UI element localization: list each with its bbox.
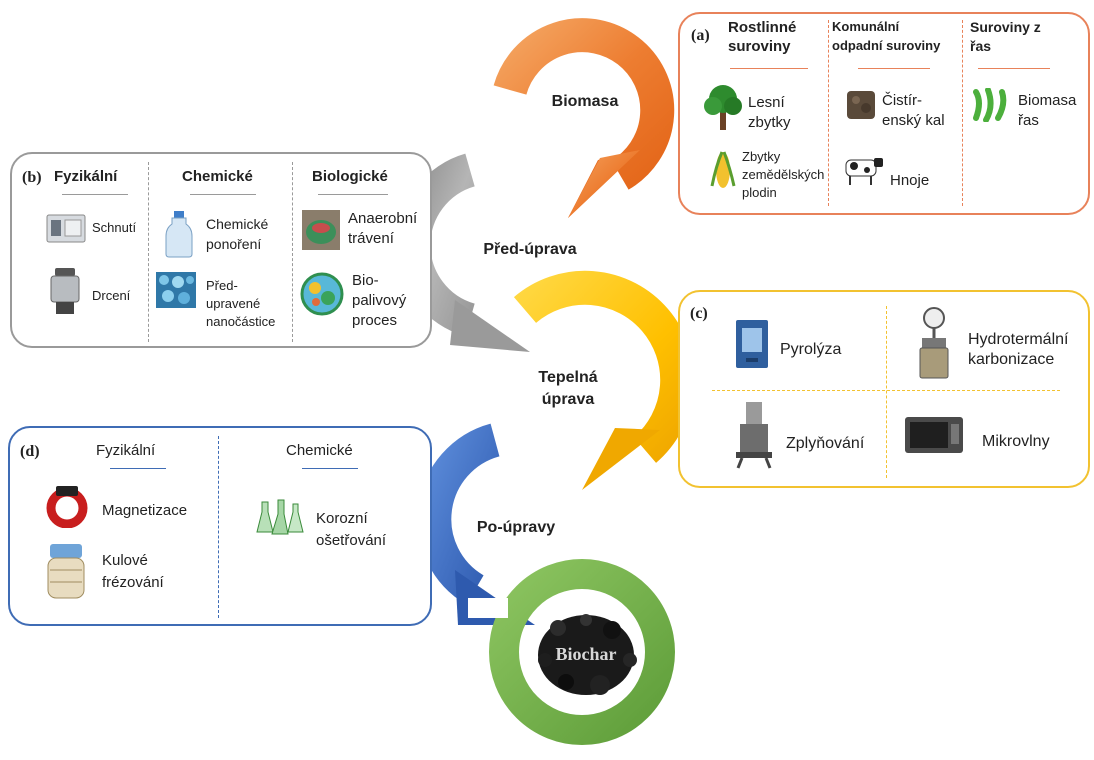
label-nano-2: upravené — [206, 296, 261, 311]
stage-label-biochar: Biochar — [555, 644, 617, 664]
stage-label-biomasa: Biomasa — [551, 93, 619, 110]
panel-letter: (d) — [20, 443, 40, 460]
label-algae-1: Biomasa — [1018, 92, 1077, 109]
biochar-icon — [538, 614, 637, 695]
label-corr-1: Korozní — [316, 510, 368, 527]
label-corn-3: plodin — [742, 185, 777, 200]
col-title-chemical: Chemické — [286, 442, 353, 459]
label-magnet: Magnetizace — [102, 502, 188, 519]
stage-label-pred-uprava: Před-úprava — [483, 241, 577, 258]
label-sludge-1: Čistír- — [882, 92, 922, 109]
divider — [886, 306, 887, 478]
label-ball-1: Kulové — [102, 552, 148, 569]
nanoparticles-icon — [156, 272, 196, 308]
label-biofuel-2: palivový — [352, 292, 407, 309]
divider — [828, 20, 829, 206]
label-cow: Hnoje — [890, 172, 930, 189]
label-tree-2: zbytky — [748, 114, 791, 131]
underline — [730, 68, 808, 69]
panel-letter: (b) — [22, 169, 42, 186]
col-title-plant: Rostlinné — [728, 19, 797, 36]
underline — [302, 468, 358, 469]
ball-mill-icon — [47, 544, 85, 599]
label-drying: Schnutí — [92, 220, 137, 235]
label-corn-2: zemědělských — [742, 167, 825, 182]
pyrolysis-reactor-icon — [736, 320, 768, 368]
label-ball-2: frézování — [102, 574, 164, 591]
gasifier-icon — [736, 402, 772, 469]
col-title-algae-2: řas — [970, 38, 992, 54]
col-title-chemical: Chemické — [182, 168, 253, 185]
feedstock-panel: (a) Rostlinné suroviny Komunální odpadní… — [678, 12, 1090, 215]
divider — [292, 162, 293, 342]
divider — [218, 436, 219, 618]
corn-icon — [710, 151, 736, 188]
label-nano-1: Před- — [206, 278, 238, 293]
pretreatment-panel: (b) Fyzikální Chemické Biologické Schnut… — [10, 152, 432, 348]
underline — [190, 194, 256, 195]
bottle-icon — [165, 211, 193, 258]
label-anaer-1: Anaerobní — [348, 210, 418, 227]
underline — [858, 68, 930, 69]
oven-icon — [46, 214, 86, 243]
label-biofuel-1: Bio- — [352, 272, 379, 289]
label-microwave: Mikrovlny — [982, 433, 1050, 450]
divider — [712, 390, 1060, 391]
underline — [62, 194, 128, 195]
col-title-plant-2: suroviny — [728, 38, 791, 55]
flasks-icon — [256, 499, 304, 535]
label-gasification: Zplyňování — [786, 435, 865, 452]
col-title-physical: Fyzikální — [96, 442, 156, 459]
magnet-icon — [46, 486, 88, 528]
label-soak-1: Chemické — [206, 216, 269, 232]
label-corn-1: Zbytky — [742, 149, 781, 164]
col-title-biological: Biologické — [312, 168, 388, 185]
underline — [978, 68, 1050, 69]
col-title-physical: Fyzikální — [54, 168, 118, 185]
mill-icon — [50, 268, 80, 314]
label-algae-2: řas — [1018, 112, 1039, 129]
tree-icon — [704, 85, 742, 130]
cow-icon — [845, 158, 883, 185]
label-sludge-2: enský kal — [882, 112, 945, 129]
label-biofuel-3: proces — [352, 312, 398, 329]
label-corr-2: ošetřování — [316, 532, 387, 549]
digester-icon — [302, 210, 340, 250]
label-tree-1: Lesní — [748, 94, 785, 111]
thermal-treatment-panel: (c) Pyrolýza Hydrotermální karbonizace Z… — [678, 290, 1090, 488]
arrow-biomasa — [493, 18, 675, 218]
arrow-tepelna-uprava — [513, 270, 695, 490]
label-crushing: Drcení — [92, 288, 131, 303]
col-title-municipal: Komunální — [832, 19, 900, 34]
biofuel-icon — [300, 272, 344, 316]
label-htc-1: Hydrotermální — [968, 331, 1069, 348]
stage-label-po-upravy: Po-úpravy — [476, 519, 556, 536]
label-nano-3: nanočástice — [206, 314, 276, 329]
microwave-icon — [905, 417, 963, 453]
label-htc-2: karbonizace — [968, 351, 1055, 368]
panel-letter: (a) — [691, 27, 710, 44]
divider — [148, 162, 149, 342]
label-pyrolysis: Pyrolýza — [780, 341, 842, 358]
underline — [318, 194, 388, 195]
biochar-ring — [468, 559, 675, 745]
algae-icon — [973, 88, 1007, 122]
stage-label-tepelna-2: úprava — [541, 391, 595, 408]
underline — [110, 468, 166, 469]
panel-letter: (c) — [690, 305, 708, 322]
divider — [962, 20, 963, 206]
stage-label-tepelna-1: Tepelná — [538, 369, 598, 386]
autoclave-icon — [919, 307, 949, 379]
col-title-algae: Suroviny z — [970, 19, 1041, 35]
post-treatment-panel: (d) Fyzikální Chemické Magnetizace Kulov… — [8, 426, 432, 626]
col-title-municipal-2: odpadní suroviny — [832, 38, 941, 53]
label-soak-2: ponoření — [206, 236, 262, 252]
label-anaer-2: trávení — [348, 230, 394, 247]
sludge-icon — [847, 91, 875, 119]
